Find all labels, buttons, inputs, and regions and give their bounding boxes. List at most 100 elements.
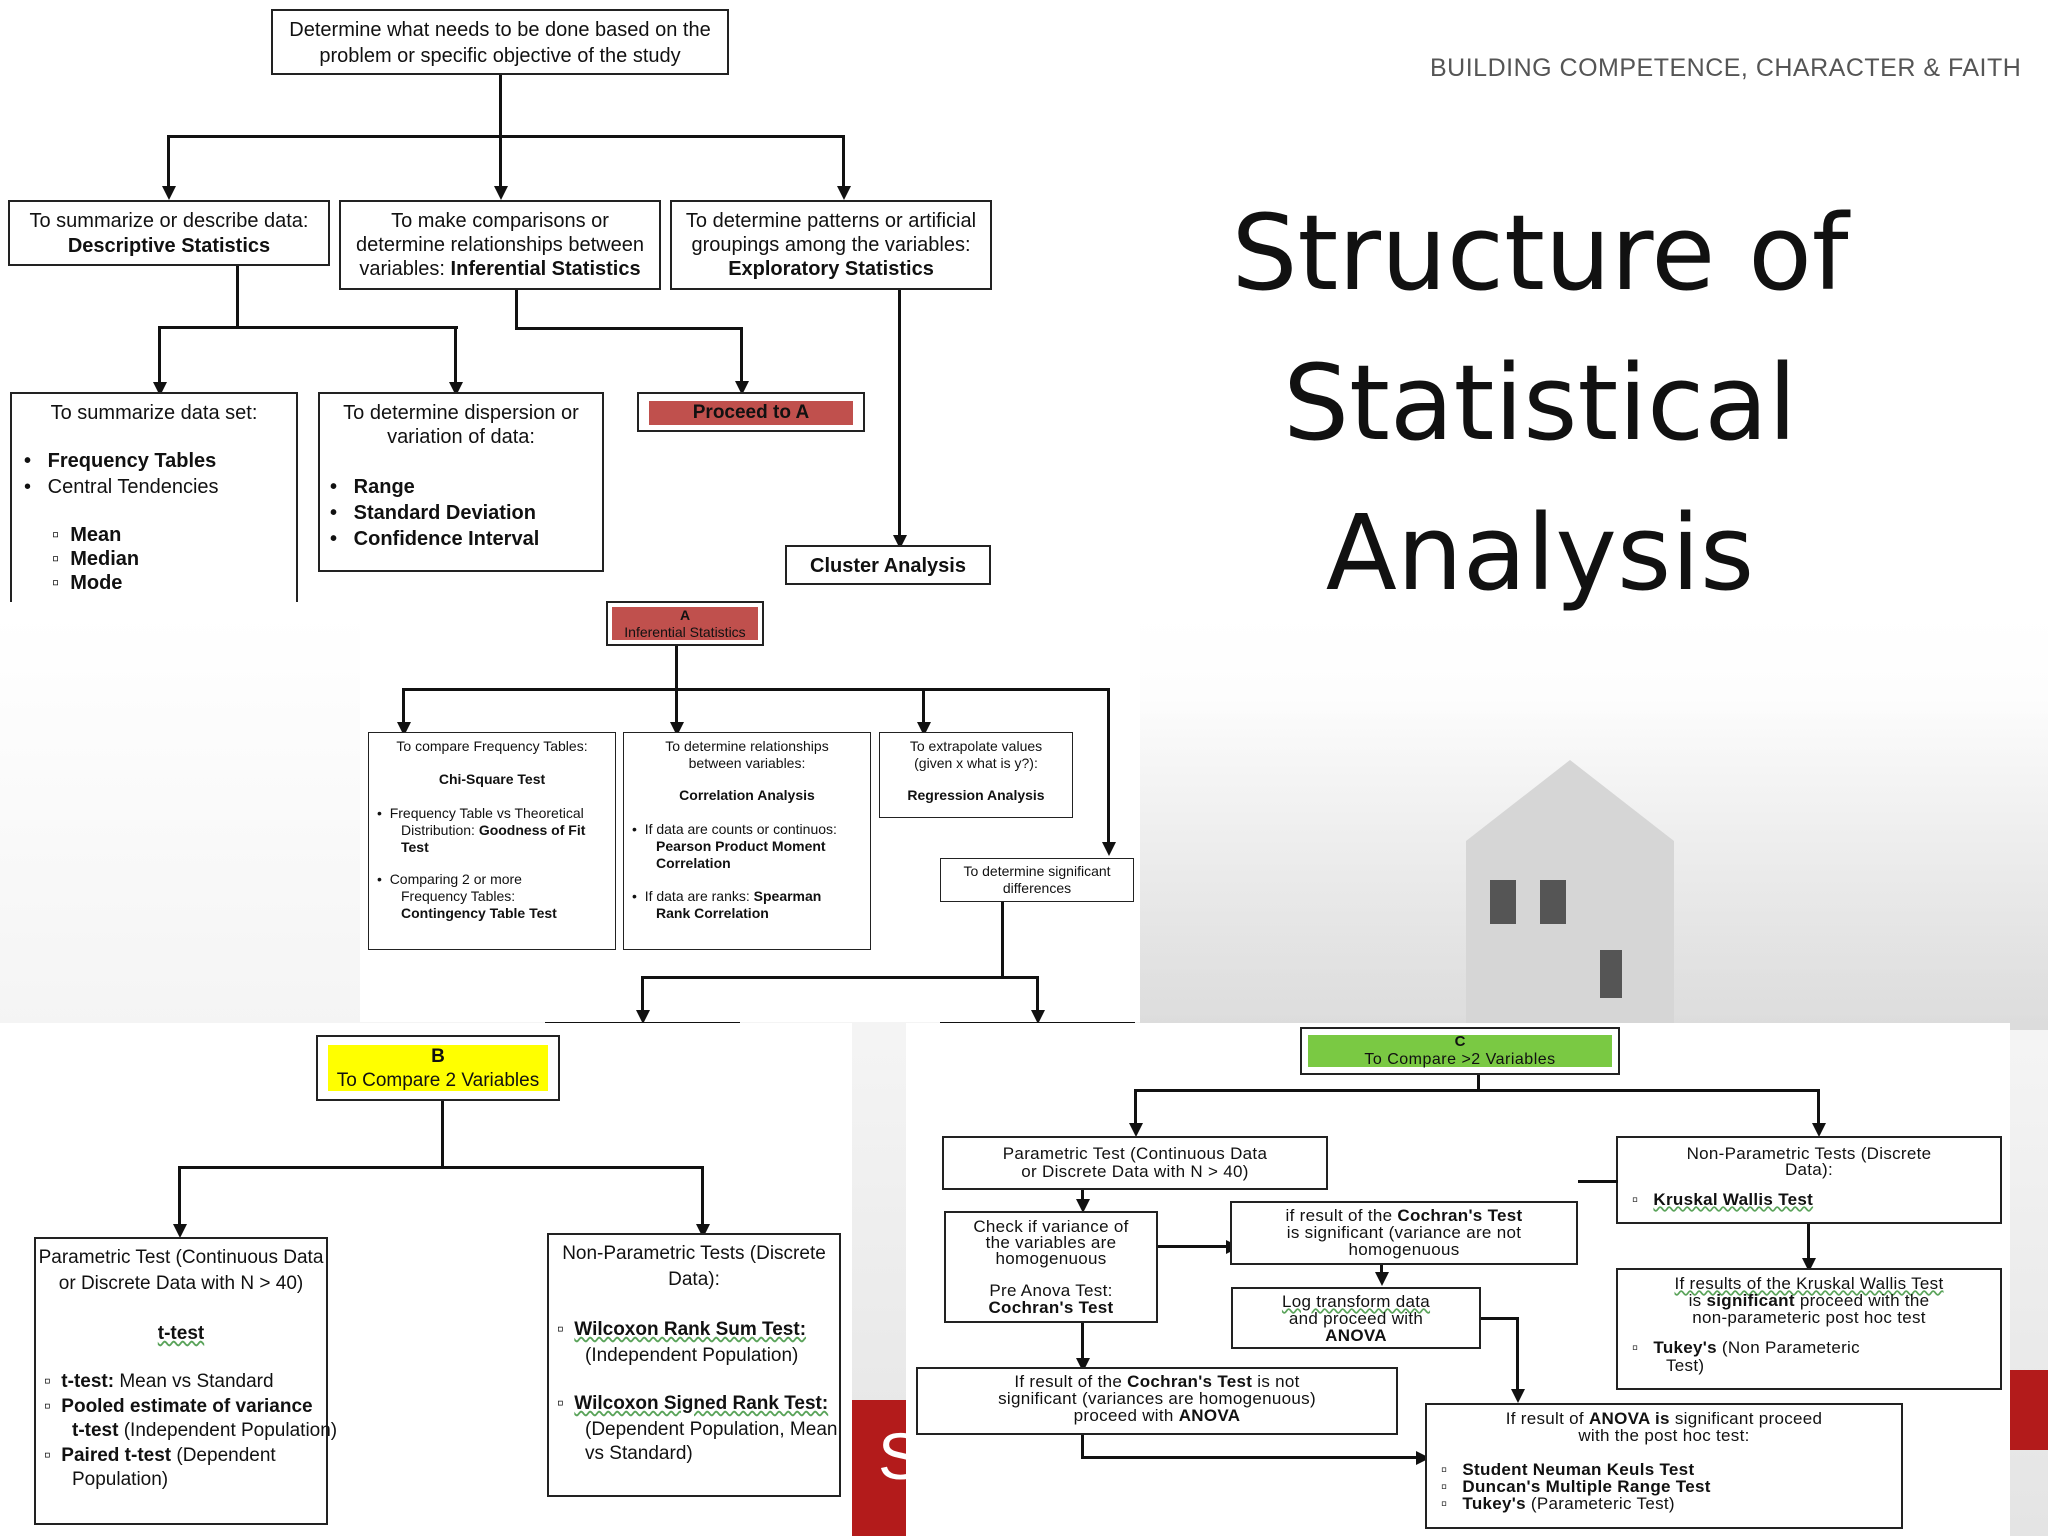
connector (740, 327, 743, 385)
a-box-fill (612, 607, 758, 640)
inferential-box: To make comparisons or determine relatio… (339, 200, 661, 290)
b-nonparam-item-1b: (Independent Population) (585, 1345, 799, 1366)
dispersion-bullet-1: • Range (330, 476, 415, 498)
corr-box: To determine relationships between varia… (623, 732, 871, 950)
c-log-box: Log transform data and proceed with ANOV… (1231, 1287, 1481, 1349)
c-check-line-5: Cochran's Test (988, 1298, 1114, 1317)
exploratory-line-1: To determine patterns or artificial (685, 210, 977, 232)
proceed-label: Proceed to A (649, 401, 853, 425)
connector (545, 1022, 740, 1023)
c-check-line-1: Check if variance of (973, 1217, 1129, 1236)
connector (1516, 1317, 1519, 1391)
b-nonparam-line-1: Non-Parametric Tests (Discrete (562, 1243, 826, 1264)
corr-test: Correlation Analysis (679, 787, 815, 803)
summarize-bullet-2: • Central Tendencies (24, 476, 219, 498)
c-anova-sig-line-1: If result of ANOVA is significant procee… (1505, 1409, 1823, 1428)
freq-bullet-2c: Contingency Table Test (401, 905, 557, 921)
arrow (1076, 1199, 1090, 1213)
c-cochran-not-line-2: significant (variances are homogenuous) (998, 1389, 1316, 1408)
c-cochran-not-line-1: If result of the Cochran's Test is not (1014, 1372, 1300, 1391)
cluster-box: Cluster Analysis (785, 545, 991, 585)
building-window-2 (1540, 880, 1566, 924)
connector (898, 290, 901, 538)
connector (1380, 1265, 1383, 1277)
freq-bullet-2: • Comparing 2 or more (377, 871, 522, 887)
corr-bullet-1c: Correlation (656, 855, 731, 871)
c-param-line-1: Parametric Test (Continuous Data (1002, 1144, 1268, 1163)
descriptive-line-2: Descriptive Statistics (67, 235, 271, 257)
header-motto: BUILDING COMPETENCE, CHARACTER & FAITH (1430, 54, 2022, 82)
c-cochran-sig-line-3: homogenuous (1348, 1240, 1460, 1259)
dispersion-line-1: To determine dispersion or (343, 402, 579, 424)
extrap-line-2: (given x what is y?): (914, 755, 1038, 771)
b-nonparam-item-2c: vs Standard) (585, 1443, 693, 1464)
b-label: To Compare 2 Variables (336, 1070, 540, 1091)
connector (1477, 1075, 1480, 1091)
connector (167, 135, 845, 138)
c-anova-sig-line-2: with the post hoc test: (1578, 1426, 1750, 1445)
c-param-line-2: or Discrete Data with N > 40) (1021, 1162, 1249, 1181)
arrow (1031, 1010, 1045, 1024)
c-anova-sig-item-3: ▫ Tukey's (Parameteric Test) (1441, 1494, 1675, 1513)
a-label: Inferential Statistics (624, 624, 746, 640)
connector (1081, 1435, 1084, 1459)
connector (454, 326, 457, 386)
connector (236, 266, 239, 328)
connector (499, 135, 502, 187)
connector (675, 688, 678, 728)
connector (842, 135, 845, 187)
c-anova-sig-box: If result of ANOVA is significant procee… (1425, 1403, 1903, 1529)
c-nonparam-line-1: Non-Parametric Tests (Discrete (1686, 1144, 1932, 1163)
connector (1001, 902, 1004, 978)
inferential-line-3: variables: Inferential Statistics (359, 258, 641, 280)
c-label: To Compare >2 Variables (1364, 1051, 1556, 1068)
corr-title-2: between variables: (688, 755, 806, 771)
exploratory-line-3: Exploratory Statistics (728, 258, 934, 280)
proceed-box: Proceed to A (637, 392, 865, 432)
building-window-1 (1490, 880, 1516, 924)
c-nonparam-item: ▫ Kruskal Wallis Test (1632, 1190, 1814, 1209)
freq-bullet-1b: Distribution: Goodness of Fit (401, 822, 586, 838)
connector (641, 976, 1039, 979)
b-param-box: Parametric Test (Continuous Data or Disc… (34, 1237, 337, 1525)
connector (1134, 1089, 1137, 1127)
c-anova-sig-item-2: ▫ Duncan's Multiple Range Test (1441, 1477, 1711, 1496)
footer-bar-right (2010, 1370, 2048, 1450)
connector (1081, 1456, 1421, 1459)
extrap-line-1: To extrapolate values (909, 738, 1043, 754)
connector (1807, 1224, 1810, 1262)
c-param-box: Parametric Test (Continuous Data or Disc… (942, 1136, 1328, 1190)
connector (1578, 1180, 1618, 1183)
c-check-line-4: Pre Anova Test: (989, 1281, 1113, 1300)
summarize-box: To summarize data set: • Frequency Table… (10, 392, 298, 602)
b-param-test: t-test (157, 1323, 205, 1344)
connector (1081, 1190, 1084, 1202)
connector (178, 1166, 704, 1169)
connector (1481, 1317, 1519, 1320)
connector (701, 1166, 704, 1230)
connector (499, 75, 502, 137)
slide-title: Structure of Statistical Analysis (1180, 178, 1900, 628)
freq-title: To compare Frequency Tables: (396, 738, 588, 754)
inferential-line-2: determine relationships between (356, 234, 644, 256)
b-param-item-3b: Population) (72, 1469, 169, 1490)
c-log-line-2: and proceed with (1288, 1309, 1424, 1328)
descriptive-box: To summarize or describe data: Descripti… (8, 200, 330, 266)
c-log-line-3: ANOVA (1325, 1326, 1387, 1345)
dispersion-box: To determine dispersion or variation of … (318, 392, 604, 572)
connector (1158, 1245, 1232, 1248)
freq-bullet-1: • Frequency Table vs Theoretical (377, 805, 584, 821)
exploratory-line-2: groupings among the variables: (691, 234, 971, 256)
arrow (1511, 1389, 1525, 1403)
c-cochran-sig-box: if result of the Cochran's Test is signi… (1230, 1201, 1578, 1265)
freq-test: Chi-Square Test (438, 771, 546, 787)
b-param-line-2: or Discrete Data with N > 40) (58, 1273, 304, 1294)
signif-line-1: To determine significant (963, 863, 1111, 879)
b-letter: B (431, 1046, 445, 1067)
b-nonparam-item-2b: (Dependent Population, Mean (585, 1419, 838, 1440)
arrow (494, 186, 508, 200)
c-kruskal-sig-line-1: If results of the Kruskal Wallis Test (1674, 1274, 1944, 1293)
dispersion-bullet-2: • Standard Deviation (330, 502, 536, 524)
connector (402, 688, 405, 728)
connector (1036, 976, 1039, 1016)
